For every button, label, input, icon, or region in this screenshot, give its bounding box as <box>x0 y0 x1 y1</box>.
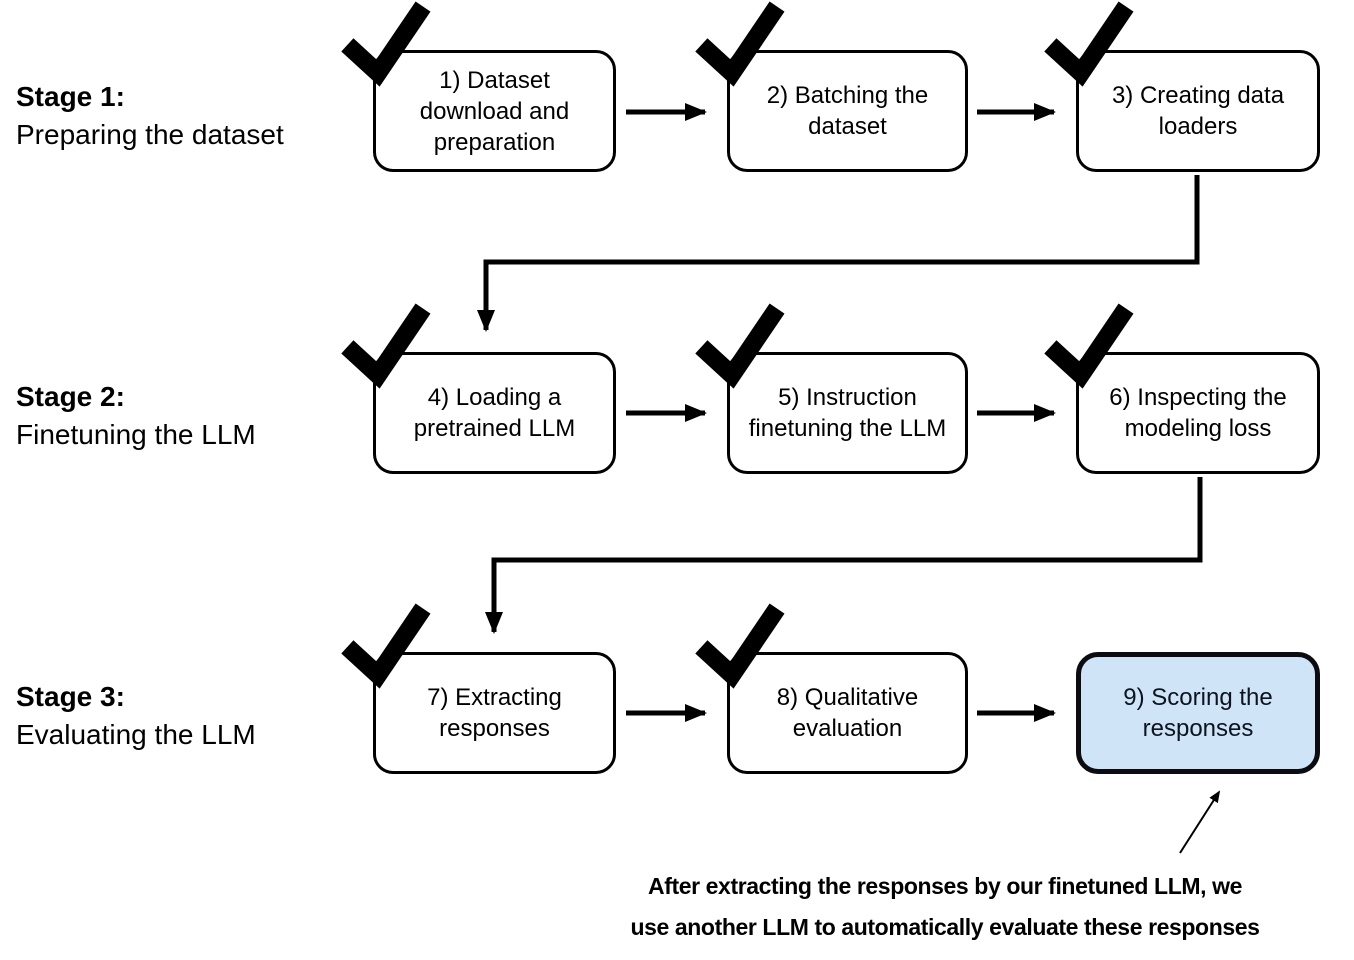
stage-3-title: Stage 3: <box>16 681 125 712</box>
connector-box3-box4 <box>477 175 1200 332</box>
stage-1-label: Stage 1: Preparing the dataset <box>16 78 366 154</box>
stage-2-subtitle: Finetuning the LLM <box>16 419 256 450</box>
step-box-6: 6) Inspecting the modeling loss <box>1044 303 1320 474</box>
annotation-line-1: After extracting the responses by our fi… <box>648 873 1242 899</box>
annotation-text: After extracting the responses by our fi… <box>595 866 1295 948</box>
step-box-6-label: 6) Inspecting the modeling loss <box>1109 384 1287 442</box>
step-box-4: 4) Loading a pretrained LLM <box>341 303 616 474</box>
stage-2-label: Stage 2: Finetuning the LLM <box>16 378 366 454</box>
annotation-line-2: use another LLM to automatically evaluat… <box>630 914 1260 940</box>
step-box-3: 3) Creating data loaders <box>1044 1 1320 172</box>
step-box-1: 1) Dataset download and preparation <box>341 1 616 172</box>
stage-1-title: Stage 1: <box>16 81 125 112</box>
step-box-3-label: 3) Creating data loaders <box>1111 82 1285 140</box>
stage-1-subtitle: Preparing the dataset <box>16 119 284 150</box>
connector-box6-box7 <box>485 477 1203 634</box>
step-box-9-highlighted: 9) Scoring the responses <box>1076 652 1320 774</box>
step-box-7-label: 7) Extracting responses <box>427 684 562 742</box>
stage-3-subtitle: Evaluating the LLM <box>16 719 256 750</box>
step-box-2: 2) Batching the dataset <box>695 1 968 172</box>
step-box-8-label: 8) Qualitative evaluation <box>776 684 919 742</box>
annotation-arrow <box>1179 790 1221 854</box>
step-box-2-label: 2) Batching the dataset <box>766 82 929 140</box>
step-box-7: 7) Extracting responses <box>341 603 616 774</box>
stage-3-label: Stage 3: Evaluating the LLM <box>16 678 366 754</box>
stage-2-title: Stage 2: <box>16 381 125 412</box>
step-box-5-label: 5) Instruction finetuning the LLM <box>748 384 947 442</box>
step-box-4-label: 4) Loading a pretrained LLM <box>413 384 576 442</box>
step-box-1-label: 1) Dataset download and preparation <box>419 66 570 156</box>
step-box-8: 8) Qualitative evaluation <box>695 603 968 774</box>
step-box-9-label: 9) Scoring the responses <box>1123 684 1273 742</box>
step-box-5: 5) Instruction finetuning the LLM <box>695 303 968 474</box>
